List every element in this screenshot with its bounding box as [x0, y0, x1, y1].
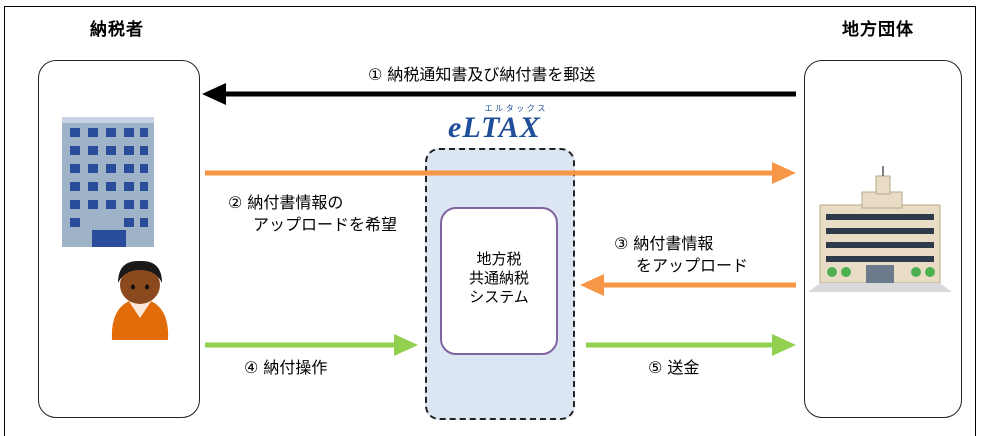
step3-label-line2: をアップロード — [636, 256, 749, 275]
step3-label-line1: ③ 納付書情報 — [614, 234, 714, 253]
common-tax-system-box — [440, 207, 558, 355]
office-building-icon — [62, 117, 154, 247]
town-hall-icon — [808, 166, 952, 292]
taxpayer-heading: 納税者 — [90, 20, 144, 40]
step4-label: ④ 納付操作 — [244, 358, 328, 377]
local-gov-heading: 地方団体 — [842, 20, 914, 40]
system-name-line1: 地方税 — [476, 250, 522, 268]
step5-label: ⑤ 送金 — [648, 358, 700, 377]
step1-label: ① 納税通知書及び納付書を郵送 — [368, 65, 596, 84]
arrow-upload-info — [580, 274, 796, 296]
step2-label-line2: アップロードを希望 — [253, 215, 398, 234]
step2-label-line1: ② 納付書情報の — [228, 193, 344, 212]
system-name-line3: システム — [469, 288, 529, 306]
eltax-logo: eLTAX — [448, 111, 541, 144]
arrow-remittance — [586, 334, 796, 356]
arrow-payment-operation — [205, 334, 418, 356]
arrow-request-upload — [205, 162, 796, 184]
eltax-logo-ruby: エ ル タ ッ ク ス — [484, 104, 546, 113]
arrow-mail-notice — [202, 83, 796, 105]
person-icon — [111, 260, 169, 340]
system-name-line2: 共通納税 — [468, 269, 529, 287]
diagram-frame — [4, 6, 976, 436]
